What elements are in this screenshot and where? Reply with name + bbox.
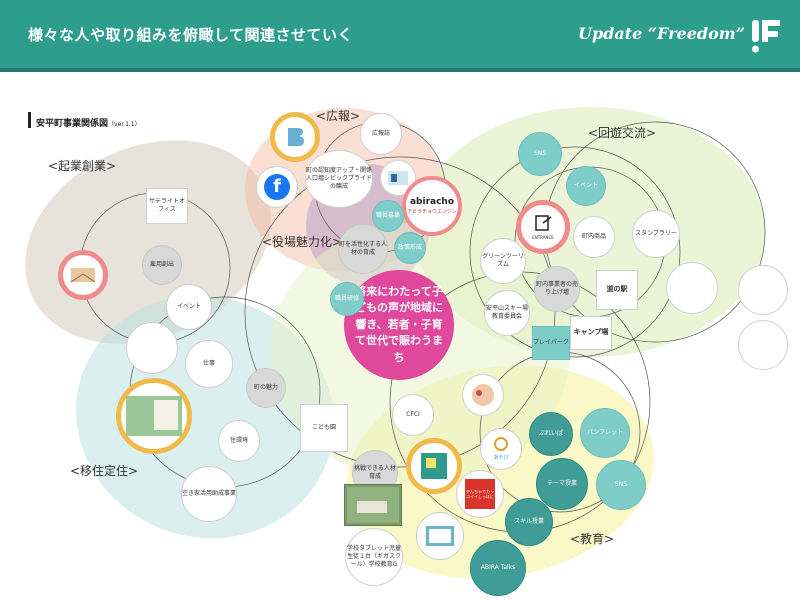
abiracho-sub: アビラチョウエンジン (406, 208, 457, 215)
node-fureaipia: ぷれいぱ (529, 412, 573, 456)
entrance-icon (535, 215, 552, 231)
illustration-icon (472, 384, 494, 406)
node-jutaku: 住環境 (218, 420, 260, 462)
node-skill: スキル授業 (505, 498, 553, 546)
node-machi-miryoku: 町の魅力 (246, 368, 286, 408)
header-title: 様々な人や取り組みを俯瞰して関連させていく (28, 26, 354, 44)
tablet-icon (426, 526, 454, 546)
node-sns-kaiyu: SNS (518, 132, 562, 176)
node-blank-3 (738, 265, 788, 315)
node-blank-2 (666, 262, 718, 314)
label-yakuba: <役場魅力化> (262, 235, 343, 249)
node-seisaku: 政策形成 (394, 232, 426, 264)
node-green: グリーンツーリズム (480, 238, 526, 284)
flower-icon (494, 437, 508, 452)
book-icon (421, 453, 447, 479)
media-icon (388, 171, 408, 185)
node-event-kigyo: イベント (166, 284, 212, 330)
label-iju: <移住定住> (70, 464, 139, 478)
node-stamp: スタンプラリー (632, 210, 680, 258)
node-michi-no-eki: 道の駅 (596, 270, 638, 310)
node-playpark: プレイパーク (532, 326, 570, 360)
node-koyo: 雇用創出 (142, 245, 182, 285)
node-chiname: 町の認知度アップ・関係人口増シビックプライドの醸成 (305, 150, 373, 208)
update-tagline: Update “Freedom” (578, 24, 745, 43)
yanbaru-label: やんちゃでカッコイイしっぽに (465, 479, 495, 509)
node-facebook[interactable]: f (256, 166, 298, 208)
node-entrance: ENTRANCE (516, 200, 570, 254)
node-kigyo-logo (58, 250, 108, 300)
node-koho-logo (270, 112, 320, 162)
node-school-photo (344, 484, 402, 526)
school-photo-icon (347, 487, 399, 523)
facebook-icon: f (264, 174, 290, 200)
abiracho-logo: abiracho (409, 196, 455, 207)
node-camp: キャンプ場 (570, 316, 612, 350)
node-kohoshi: 広報誌 (360, 113, 402, 155)
node-shigoto: 仕事 (185, 340, 233, 388)
node-theme: テーマ授業 (536, 458, 588, 510)
node-event-kaiyu: イベント (566, 166, 606, 206)
node-tablet (416, 512, 464, 560)
node-akiya: 空き家活用助成事業 (181, 466, 237, 522)
label-kigyo: <起業創業> (48, 159, 117, 173)
brand-logo-icon (752, 20, 780, 53)
node-asobi: あそび (480, 428, 522, 470)
node-yanbaru: やんちゃでカッコイイしっぽに (456, 470, 504, 518)
label-koho: <広報> (316, 109, 361, 123)
crest-icon (70, 268, 96, 283)
node-abira-talks: ABIRA Talks (470, 540, 526, 596)
node-shokuin-kenshu: 職員研修 (330, 282, 364, 316)
node-machi-kasseika: 町を活性化する人材の育成 (338, 224, 388, 274)
node-chonai-jigyo: 町内事業者の売り上げ増 (534, 266, 580, 312)
label-kaiyu: <回遊交流> (588, 126, 657, 140)
node-chonai-shohin: 町内商品 (573, 216, 615, 258)
doc-title-bar (28, 112, 31, 128)
label-kyoiku: <教育> (570, 532, 615, 546)
node-illustration (462, 374, 504, 416)
node-kyoiku-logo (406, 438, 462, 494)
header-underline (0, 68, 800, 72)
doc-version: （ver.1.1） (108, 121, 141, 128)
node-pamphlet: パンフレット (580, 408, 630, 458)
node-kodomoen: こども園 (300, 404, 348, 452)
center-vision: 将来にわたって子どもの声が地域に響き、若者・子育て世代で賑わうまち (344, 270, 454, 380)
node-blank-1 (126, 322, 178, 374)
node-cfci: CFCI (392, 394, 434, 436)
node-iju-photo (116, 378, 192, 454)
photo-icon (126, 396, 182, 436)
node-blank-4 (738, 320, 788, 370)
header-bar (0, 0, 800, 68)
node-ski: 安平山スキー場教育委員会 (484, 290, 530, 336)
doc-title: 安平町事業関係図（ver.1.1） (36, 119, 141, 129)
node-school: 学校タブレット児童生徒１台（ギガスクール）学校教育G (345, 528, 403, 586)
node-shokuin-bosyu: 職員募集 (372, 200, 404, 232)
node-satellite: サテライトオフィス (146, 188, 188, 224)
entrance-label: ENTRANCE (532, 234, 554, 240)
asobi-label: あそび (493, 455, 509, 462)
b-logo-icon (288, 128, 304, 146)
node-sns-kyoiku: SNS (596, 460, 646, 510)
